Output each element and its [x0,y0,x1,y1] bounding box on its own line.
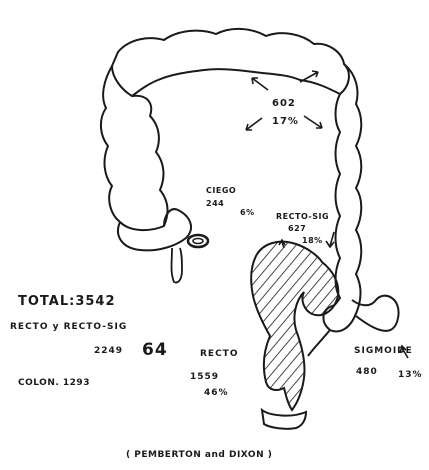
rectum-and-rectosigmoid-value: 2249 [94,346,123,356]
sigmoid-percent: 13% [398,370,423,380]
colon-total-percent: 17% [272,116,299,127]
transverse-colon [112,29,349,96]
rectosigmoid-percent: 18% [302,236,323,245]
colon-total-value: 602 [272,98,296,109]
rectum-value: 1559 [190,372,219,382]
appendix-shape [172,248,183,283]
anal-canal [262,410,306,429]
total-count: TOTAL:3542 [18,294,116,309]
rectum-percent: 46% [204,388,229,398]
colon-count: COLON. 1293 [18,378,90,388]
sigmoid-value: 480 [356,367,378,377]
cecum-label: CIEGO [206,186,236,195]
cecum-percent: 6% [240,208,255,217]
rectum-and-rectosigmoid-percent: 64 [142,340,168,360]
ascending-colon [101,66,168,230]
rectum-label: RECTO [200,349,238,359]
source-citation: ( PEMBERTON and DIXON ) [126,450,272,460]
rectum-and-rectosigmoid-label: RECTO y RECTO-SIG [10,322,127,332]
rectosigmoid-value: 627 [288,224,306,233]
ileal-opening [188,235,208,247]
rectosigmoid-label: RECTO-SIG [276,212,329,221]
sigmoid-label: SIGMOIDE [354,346,413,356]
cecum-value: 244 [206,199,224,208]
